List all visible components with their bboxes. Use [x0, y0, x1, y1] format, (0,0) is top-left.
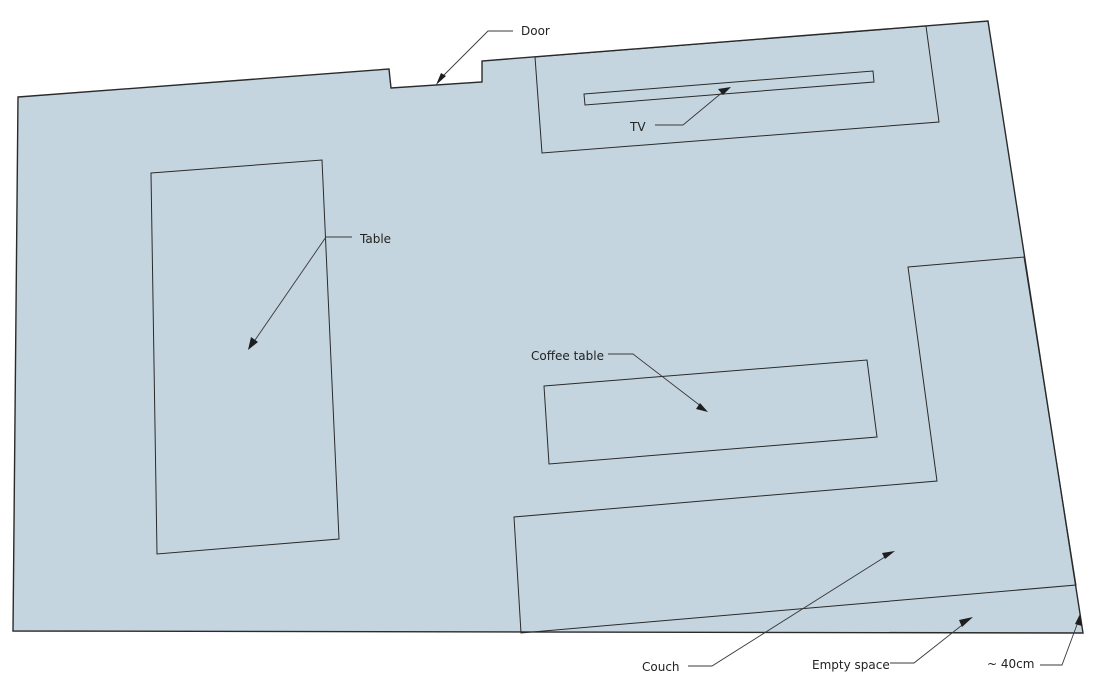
empty-space-arrowhead — [959, 617, 973, 627]
door-label: Door — [521, 24, 550, 38]
coffee-table — [543, 359, 878, 465]
table-callout: Table — [248, 232, 391, 350]
gap-leader-line — [1040, 621, 1079, 666]
gap-label: ~ 40cm — [987, 657, 1034, 671]
tv-arrowhead — [718, 87, 731, 95]
couch — [513, 256, 1077, 634]
empty-space-callout: Empty space — [812, 617, 973, 672]
tv-callout: TV — [629, 87, 731, 134]
tv-cabinet — [534, 25, 940, 154]
coffee-table-leader-line — [608, 353, 703, 408]
couch-label: Couch — [642, 660, 680, 674]
empty-space-leader-line — [890, 621, 967, 664]
table-label: Table — [359, 232, 391, 246]
room-floor — [12, 20, 1084, 634]
tv — [583, 70, 875, 106]
table-leader-line — [252, 236, 352, 344]
couch-callout: Couch — [642, 551, 895, 674]
table-arrowhead — [248, 337, 258, 350]
door-callout: Door — [436, 24, 550, 85]
coffee-table-callout: Coffee table — [531, 349, 708, 412]
dining-table — [150, 159, 340, 555]
coffee-table-arrowhead — [696, 403, 708, 412]
gap-arrowhead — [1075, 614, 1082, 626]
tv-label: TV — [629, 120, 646, 134]
gap-callout: ~ 40cm — [987, 614, 1082, 671]
door-leader-line — [439, 30, 513, 80]
couch-arrowhead — [882, 551, 895, 559]
door-arrowhead — [436, 73, 446, 85]
tv-leader-line — [655, 90, 725, 126]
empty-space-label: Empty space — [812, 658, 890, 672]
coffee-table-label: Coffee table — [531, 349, 604, 363]
couch-leader-line — [688, 554, 889, 667]
